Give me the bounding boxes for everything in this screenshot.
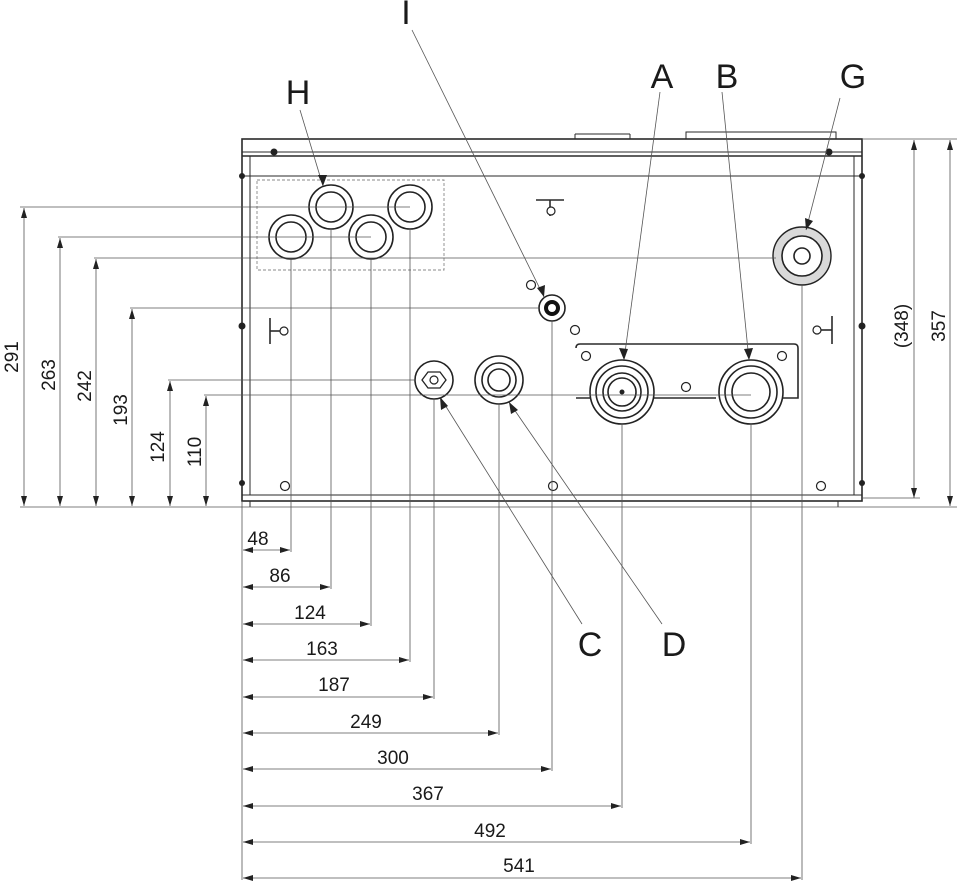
height-inner: (348) bbox=[892, 304, 913, 348]
horizontal-dimension-values: 48 86 124 163 187 249 300 367 492 541 bbox=[247, 529, 534, 877]
height-outer: 357 bbox=[929, 310, 950, 342]
connector-d bbox=[474, 355, 524, 405]
connector-i bbox=[538, 294, 566, 322]
vertical-dimension-lines bbox=[21, 140, 953, 506]
mounting-brackets bbox=[269, 199, 833, 344]
callout-a: A bbox=[651, 58, 674, 96]
horizontal-dimension-lines bbox=[243, 547, 801, 881]
housing-screws bbox=[279, 279, 827, 492]
hdim-163: 163 bbox=[306, 639, 338, 660]
pipe-connection-plate bbox=[575, 343, 799, 399]
connector-a bbox=[589, 359, 655, 425]
callout-c: C bbox=[578, 626, 603, 664]
vertical-dimension-extensions bbox=[20, 206, 776, 396]
hdim-124: 124 bbox=[294, 603, 326, 624]
hdim-300: 300 bbox=[377, 748, 409, 769]
hdim-249: 249 bbox=[350, 712, 382, 733]
vdim-124: 124 bbox=[148, 431, 169, 463]
callout-i: I bbox=[401, 0, 410, 32]
vdim-242: 242 bbox=[75, 370, 96, 402]
cable-gland-group-h bbox=[256, 179, 445, 271]
hdim-541: 541 bbox=[503, 856, 535, 877]
vdim-193: 193 bbox=[111, 394, 132, 426]
connector-g bbox=[772, 226, 832, 286]
hdim-187: 187 bbox=[318, 675, 350, 696]
vdim-291: 291 bbox=[2, 341, 23, 373]
hdim-48: 48 bbox=[247, 529, 268, 550]
hdim-367: 367 bbox=[412, 784, 444, 805]
vdim-263: 263 bbox=[39, 359, 60, 391]
connector-b bbox=[718, 359, 784, 425]
horizontal-dimension-extensions bbox=[241, 229, 803, 880]
hdim-492: 492 bbox=[474, 821, 506, 842]
callout-d: D bbox=[662, 626, 687, 664]
vdim-110: 110 bbox=[185, 437, 206, 467]
vertical-dimension-values: 291 263 242 193 124 110 (348) 357 bbox=[2, 304, 950, 467]
callout-labels: I H A B G C D bbox=[286, 0, 867, 664]
connector-c bbox=[414, 360, 454, 400]
callout-b: B bbox=[716, 58, 739, 96]
callout-g: G bbox=[840, 58, 866, 96]
hdim-86: 86 bbox=[269, 566, 290, 587]
callout-h: H bbox=[286, 74, 311, 112]
callout-leaders bbox=[299, 29, 841, 625]
